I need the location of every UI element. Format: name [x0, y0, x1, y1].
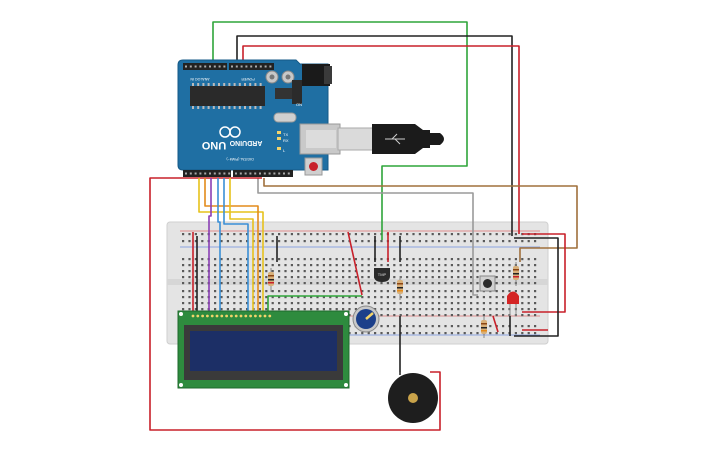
- wires: [149, 21, 578, 431]
- mcu-chip: [190, 86, 265, 106]
- resistor-4: [513, 262, 519, 286]
- wire-orange-1: [204, 178, 259, 312]
- label-power: POWER: [241, 77, 255, 81]
- resistor-1: [268, 268, 274, 292]
- label-led-l: L: [283, 148, 286, 153]
- wire-black-right-1: [514, 237, 559, 337]
- wire-red-right-1: [522, 233, 566, 313]
- temperature-sensor[interactable]: TMP: [374, 268, 390, 282]
- label-led-rx: RX: [283, 138, 289, 143]
- power-jack[interactable]: [302, 64, 330, 86]
- label-led-on: ON: [296, 102, 302, 107]
- arduino-uno[interactable]: ARDUINO UNO ANALOG IN POWER DIGITAL (PWM…: [177, 59, 341, 177]
- resistor-2: [397, 276, 403, 300]
- usb-icon: [385, 133, 405, 145]
- label-analog-in: ANALOG IN: [190, 77, 210, 81]
- wire-red-top: [242, 45, 520, 234]
- led-red: [507, 291, 519, 316]
- lcd-display[interactable]: [177, 310, 350, 389]
- wire-blue-1: [217, 178, 221, 312]
- header-pins: [185, 65, 290, 175]
- potentiometer[interactable]: [352, 305, 380, 333]
- temp-sensor-label: TMP: [378, 272, 387, 277]
- rail-jumpers: [192, 231, 511, 372]
- label-led-tx: TX: [283, 132, 288, 137]
- usb-cable: [337, 124, 444, 154]
- arduino-logo-icon: [219, 126, 241, 138]
- wire-yellow-1: [198, 178, 264, 312]
- wire-green-top: [212, 21, 468, 240]
- wire-red-left: [149, 177, 441, 431]
- board-brand: ARDUINO: [229, 139, 262, 146]
- wire-blue-2: [223, 178, 249, 312]
- wire-purple: [208, 178, 212, 312]
- wire-green-lcd: [267, 295, 362, 312]
- piezo-buzzer[interactable]: [388, 372, 438, 423]
- lcd-screen: [190, 331, 337, 371]
- resistor-3: [481, 316, 487, 338]
- label-digital: DIGITAL (PWM~): [226, 157, 253, 161]
- wire-brown: [263, 178, 578, 262]
- push-button[interactable]: [479, 275, 496, 292]
- reset-button-cap[interactable]: [309, 162, 318, 171]
- wire-gray: [257, 178, 478, 296]
- wire-yellow-2: [229, 178, 254, 312]
- board-model: UNO: [201, 139, 226, 151]
- wire-black-top: [236, 35, 513, 236]
- lcd-pins: [191, 314, 272, 318]
